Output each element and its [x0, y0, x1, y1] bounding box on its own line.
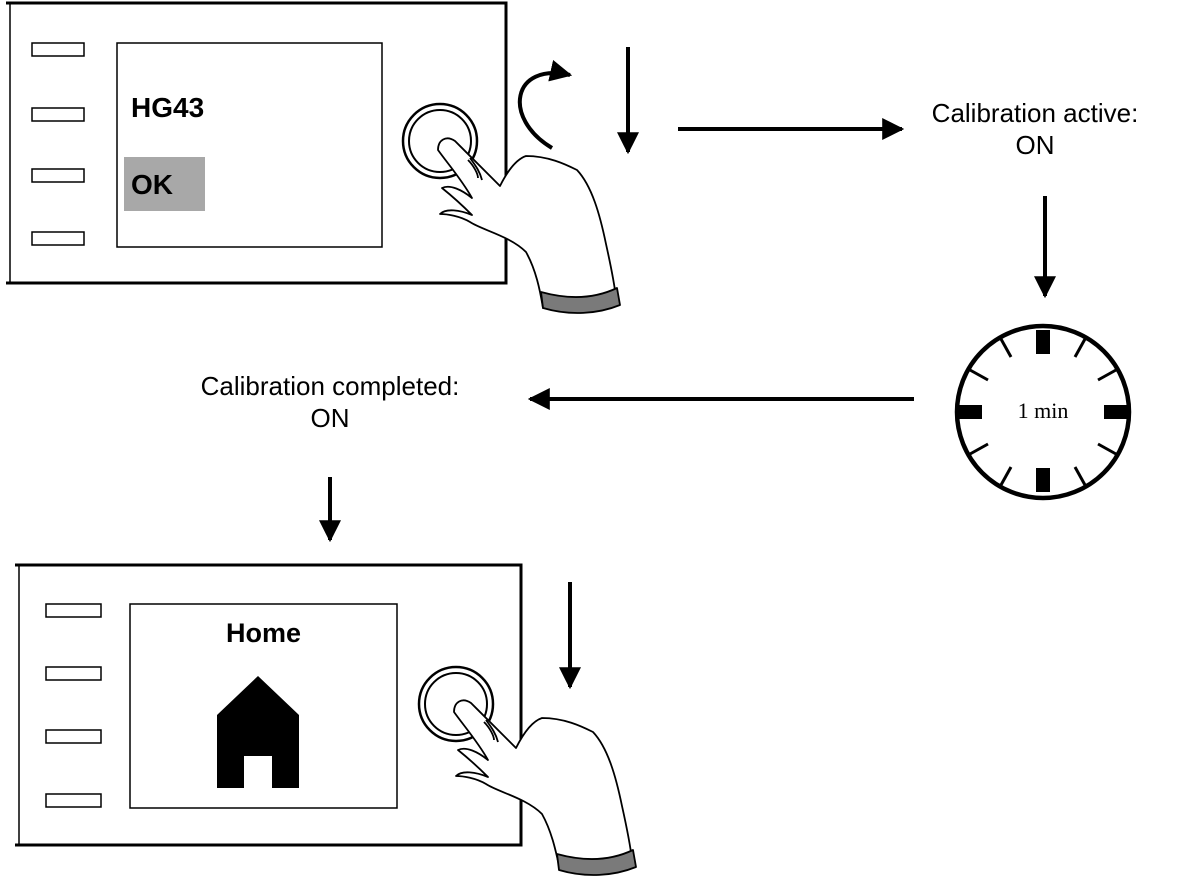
top-controller-panel	[6, 1, 621, 314]
side-button-3-bottom[interactable]	[45, 729, 102, 744]
pressing-hand-icon-bottom	[453, 699, 637, 876]
side-button-2[interactable]	[31, 107, 85, 122]
house-icon	[217, 676, 299, 788]
calibration-active-line2: ON	[1015, 130, 1055, 160]
bottom-controller-panel	[15, 563, 637, 876]
side-button-1[interactable]	[31, 42, 85, 57]
side-button-1-bottom[interactable]	[45, 603, 102, 618]
timer-text: 1 min	[1017, 398, 1069, 423]
side-button-3[interactable]	[31, 168, 85, 183]
side-button-2-bottom[interactable]	[45, 666, 102, 681]
top-screen-ok-label[interactable]: OK	[131, 169, 173, 200]
side-button-4-bottom[interactable]	[45, 793, 102, 808]
timer-dial-icon	[954, 323, 1132, 501]
calibration-completed-line1: Calibration completed:	[200, 371, 460, 401]
top-screen-model-code: HG43	[131, 92, 205, 123]
calibration-completed-label: Calibration completed: ON	[160, 370, 500, 434]
calibration-completed-line2: ON	[310, 403, 350, 433]
rotate-arrow-icon	[517, 59, 573, 150]
calibration-active-line1: Calibration active:	[931, 98, 1139, 128]
pressing-hand-icon-top	[437, 137, 621, 314]
calibration-active-label: Calibration active: ON	[900, 97, 1170, 161]
bottom-screen-title: Home	[225, 618, 301, 648]
ok-highlight	[124, 157, 205, 211]
top-display-screen	[116, 42, 383, 248]
side-button-4[interactable]	[31, 231, 85, 246]
